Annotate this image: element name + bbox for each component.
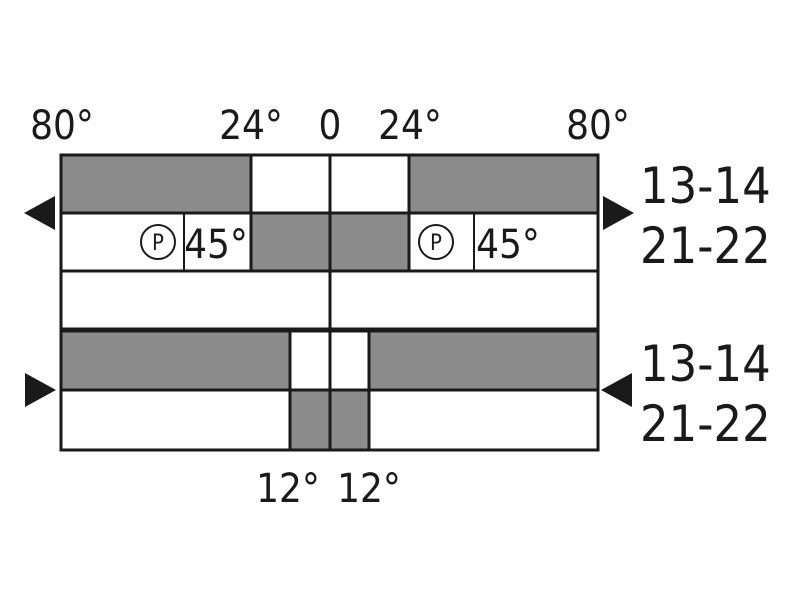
angle-label-right-80: 80°: [566, 103, 630, 149]
angle-label-bottom-left-12: 12°: [256, 466, 320, 512]
detent-angle-left: 45°: [184, 222, 248, 268]
upper-row1-closed-left: [61, 155, 251, 213]
lower-row1-closed-left: [61, 331, 290, 390]
lower-contacts-line2: 21-22: [640, 395, 771, 453]
lower-row1-closed-right: [369, 331, 598, 390]
arrow-left-icon-lower: [601, 373, 632, 407]
lower-contacts-line1: 13-14: [640, 335, 771, 393]
angle-label-left-80: 80°: [30, 103, 94, 149]
upper-row1-closed-right: [409, 155, 598, 213]
detent-p-letter-left: P: [152, 231, 164, 256]
detent-angle-right: 45°: [476, 222, 540, 268]
lower-block: 13-14 21-22: [25, 329, 771, 453]
detent-p-letter-right: P: [430, 231, 442, 256]
upper-contacts-line1: 13-14: [640, 157, 771, 215]
angle-label-center-0: 0: [319, 103, 342, 149]
angle-label-right-24: 24°: [378, 103, 442, 149]
angle-label-left-24: 24°: [219, 103, 283, 149]
arrow-right-icon-lower: [25, 373, 56, 407]
detent-p-circle-left: [140, 224, 176, 260]
upper-contacts-line2: 21-22: [640, 217, 771, 275]
angle-label-bottom-right-12: 12°: [337, 466, 401, 512]
upper-block: P 45° P 45° 13-14 21-22: [24, 153, 771, 331]
arrow-right-icon: [603, 196, 634, 230]
arrow-left-icon: [24, 196, 55, 230]
detent-p-circle-right: [418, 224, 454, 260]
